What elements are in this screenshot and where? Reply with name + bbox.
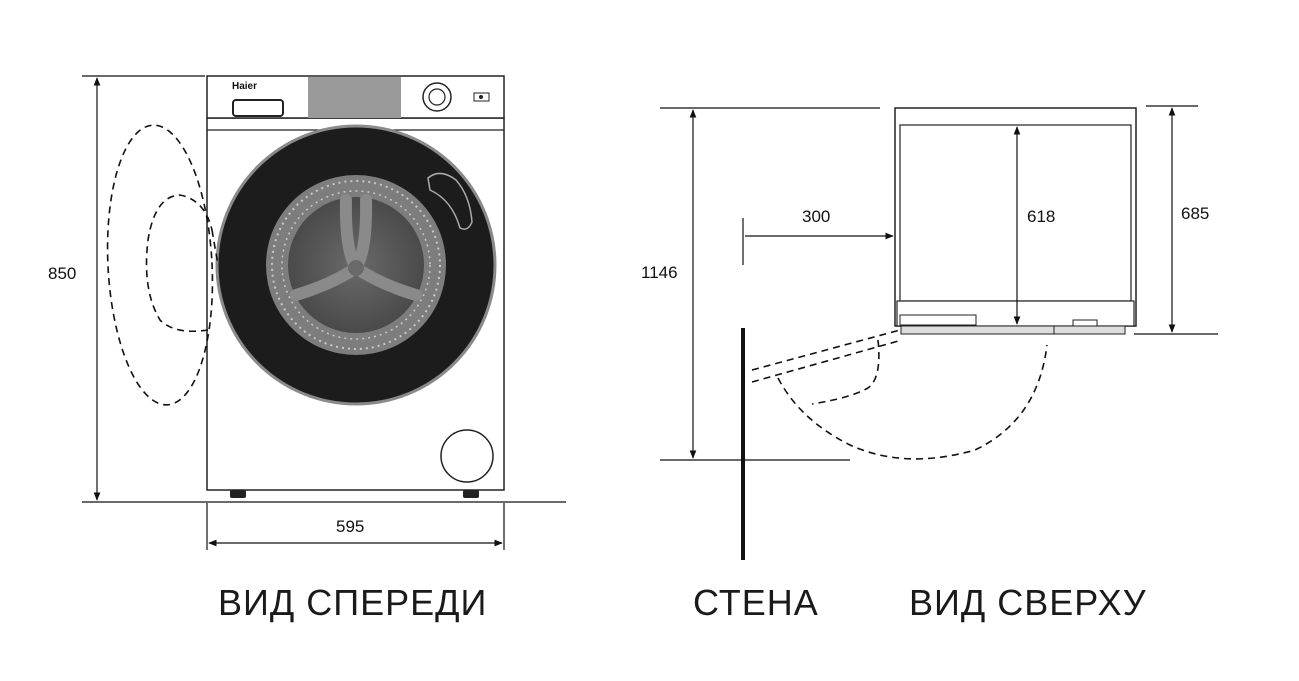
foot-right xyxy=(463,490,479,498)
program-knob-inner xyxy=(428,88,446,106)
open-door-outline xyxy=(106,124,219,406)
top-view-caption: ВИД СВЕРХУ xyxy=(909,582,1147,623)
control-strip xyxy=(899,314,977,326)
top-view: 1146 300 618 685 СТЕНА ВИД СВЕРХУ xyxy=(641,105,1218,623)
depth-open-label: 1146 xyxy=(641,263,678,282)
front-view: 850 595 Haier xyxy=(48,75,566,550)
filter-hatch xyxy=(440,429,494,483)
machine-top-inner xyxy=(899,124,1132,302)
detergent-drawer xyxy=(232,99,284,117)
front-view-caption: ВИД СПЕРЕДИ xyxy=(218,582,487,623)
wall-gap-label: 300 xyxy=(802,207,830,226)
front-bumper xyxy=(900,325,1126,335)
foot-left xyxy=(230,490,246,498)
body-depth-label: 618 xyxy=(1027,207,1055,226)
door-glass-rim-dots xyxy=(271,180,441,350)
open-door-top-outline xyxy=(751,329,1048,460)
display-panel xyxy=(308,77,401,118)
door-handle xyxy=(427,172,473,230)
height-label: 850 xyxy=(48,264,76,283)
power-button-dot xyxy=(479,95,483,99)
door-glass-rim-dots-inner xyxy=(281,190,431,340)
width-label: 595 xyxy=(336,517,364,536)
wall-caption: СТЕНА xyxy=(693,582,819,623)
total-depth-label: 685 xyxy=(1181,204,1209,223)
brand-logo: Haier xyxy=(232,81,257,92)
drum-center xyxy=(348,260,364,276)
